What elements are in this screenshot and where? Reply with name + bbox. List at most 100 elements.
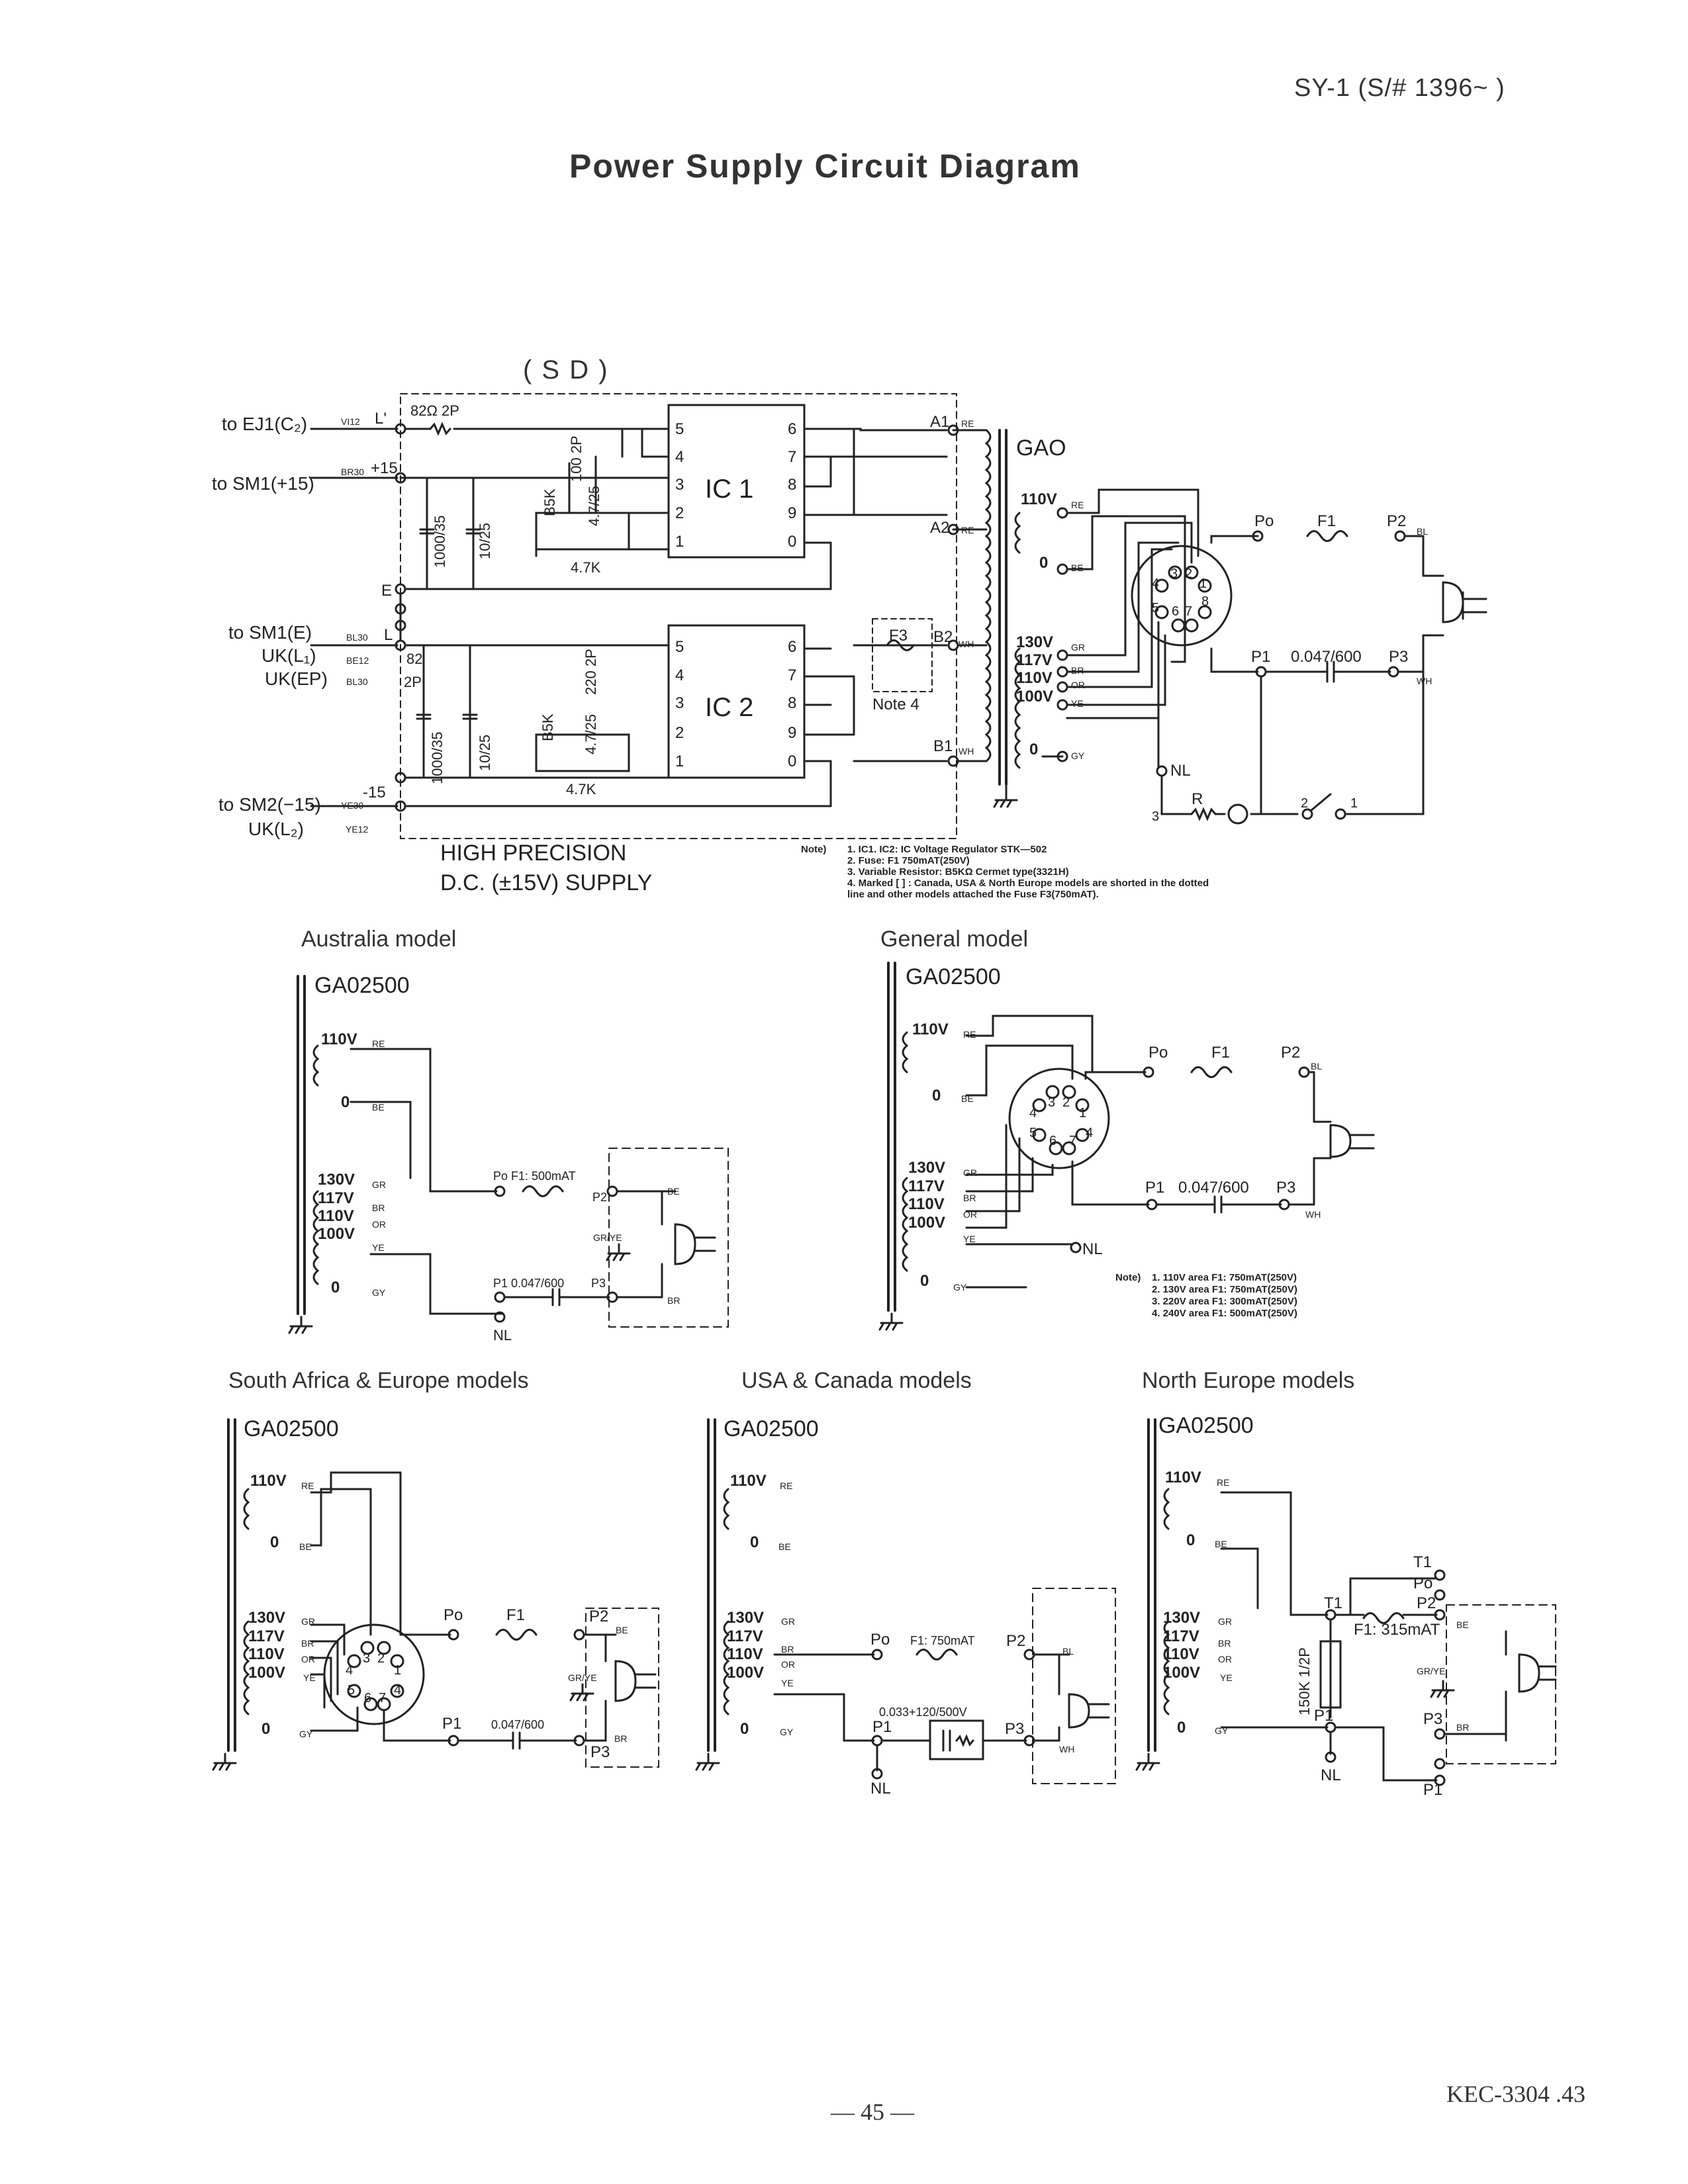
ne-nl: NL bbox=[1321, 1766, 1341, 1784]
gen-sel-3: 3 bbox=[1048, 1095, 1055, 1110]
tap-117v: 117V bbox=[1016, 651, 1053, 669]
au-tap-110v-b: 110V bbox=[318, 1207, 354, 1225]
out-n1: 1 bbox=[1350, 796, 1358, 811]
sa-code-or: OR bbox=[301, 1654, 315, 1664]
gen-code-re: RE bbox=[963, 1029, 976, 1040]
ne-tap-100v: 100V bbox=[1163, 1664, 1200, 1682]
sel-pin-1: 1 bbox=[1199, 576, 1207, 591]
conn-ukl2: UK(L₂) bbox=[248, 819, 304, 839]
au-p1: P1 0.047/600 bbox=[493, 1277, 564, 1290]
au-be: BE bbox=[667, 1186, 680, 1197]
ne-p2: P2 bbox=[1417, 1594, 1436, 1612]
tap-110v: 110V bbox=[1021, 490, 1057, 508]
wire-br30: BR30 bbox=[341, 467, 364, 477]
gen-tap-130v: 130V bbox=[908, 1159, 945, 1177]
out-n3: 3 bbox=[1152, 809, 1159, 824]
gen-tap-100v: 100V bbox=[908, 1214, 945, 1232]
ne-code-or: OR bbox=[1218, 1654, 1232, 1664]
ic1-pin-9: 9 bbox=[788, 504, 796, 522]
sa-code-be: BE bbox=[299, 1541, 312, 1552]
sa-po: Po bbox=[444, 1606, 463, 1624]
sa-sel-1: 1 bbox=[394, 1663, 401, 1678]
ne-tap-0a: 0 bbox=[1186, 1531, 1195, 1549]
sa-sel-2: 2 bbox=[377, 1651, 385, 1666]
sel-pin-6: 6 bbox=[1172, 604, 1179, 619]
gen-sel-7: 7 bbox=[1069, 1134, 1076, 1148]
supply-label-1: HIGH PRECISION bbox=[440, 841, 626, 866]
part-r2p-bot: 2P bbox=[404, 674, 422, 690]
gen-sel-4: 4 bbox=[1029, 1106, 1037, 1120]
note4-label: Note 4 bbox=[872, 696, 919, 713]
ne-p1: P1 bbox=[1314, 1707, 1333, 1725]
usa-title: USA & Canada models bbox=[741, 1368, 972, 1393]
sa-code-gr: GR bbox=[301, 1616, 315, 1627]
au-nl: NL bbox=[493, 1327, 512, 1343]
terminal-wh-1: WH bbox=[959, 639, 974, 649]
ne-tap-117v: 117V bbox=[1163, 1627, 1199, 1645]
part-r47k-top: 4.7K bbox=[571, 559, 601, 576]
au-po: Po F1: 500mAT bbox=[493, 1169, 576, 1183]
gen-nl: NL bbox=[1082, 1240, 1103, 1258]
usa-trans: GA02500 bbox=[724, 1416, 819, 1441]
gen-p3: P3 bbox=[1276, 1179, 1295, 1197]
au-tap-0b: 0 bbox=[331, 1279, 340, 1297]
tap-0b: 0 bbox=[1029, 741, 1038, 758]
south-africa-title: South Africa & Europe models bbox=[228, 1368, 529, 1393]
ic1-pin-4: 4 bbox=[675, 448, 684, 466]
out-p3: P3 bbox=[1389, 648, 1408, 666]
ne-res: 150K 1/2P bbox=[1296, 1647, 1313, 1715]
conn-ej1: to EJ1(C₂) bbox=[222, 414, 307, 434]
sa-sel-4b: 4 bbox=[394, 1683, 401, 1698]
ic2-pin-0: 0 bbox=[788, 752, 796, 770]
sa-sel-5: 5 bbox=[348, 1683, 355, 1698]
tap-code-ye: YE bbox=[1071, 698, 1084, 709]
terminal-re-2: RE bbox=[961, 525, 974, 535]
sa-tap-0b: 0 bbox=[261, 1720, 270, 1738]
note-3: 3. Variable Resistor: B5KΩ Cermet type(3… bbox=[847, 866, 1069, 878]
ic1-pin-8: 8 bbox=[788, 476, 796, 494]
usa-wh: WH bbox=[1059, 1744, 1074, 1754]
sd-label: ( S D ) bbox=[523, 355, 609, 385]
ic2-pin-8: 8 bbox=[788, 694, 796, 712]
ic1-pin-7: 7 bbox=[788, 448, 796, 466]
ic2-pin-4: 4 bbox=[675, 666, 684, 684]
ic1-pin-6: 6 bbox=[788, 420, 796, 438]
au-tap-110v: 110V bbox=[321, 1030, 357, 1048]
sa-tap-130v: 130V bbox=[248, 1609, 285, 1627]
usa-code-gr: GR bbox=[781, 1616, 795, 1627]
terminal-b1: B1 bbox=[933, 737, 953, 755]
gen-cap: 0.047/600 bbox=[1178, 1179, 1249, 1197]
sa-tap-110v-b: 110V bbox=[248, 1645, 285, 1663]
ne-tap-110v: 110V bbox=[1165, 1469, 1201, 1486]
gen-tap-0b: 0 bbox=[920, 1272, 929, 1290]
au-code-be: BE bbox=[372, 1102, 385, 1113]
gen-sel-4b: 4 bbox=[1086, 1126, 1093, 1140]
usa-nl: NL bbox=[870, 1780, 891, 1797]
sa-tap-117v: 117V bbox=[248, 1627, 285, 1645]
out-nl: NL bbox=[1170, 762, 1191, 780]
sel-pin-5: 5 bbox=[1152, 601, 1159, 615]
gen-tap-110v: 110V bbox=[912, 1021, 949, 1038]
sa-sel-7: 7 bbox=[379, 1691, 386, 1706]
au-code-br: BR bbox=[372, 1203, 385, 1213]
tap-code-br: BR bbox=[1071, 665, 1084, 676]
ne-code-re: RE bbox=[1217, 1477, 1229, 1488]
part-c1000-top: 1000/35 bbox=[432, 515, 448, 568]
note-5: line and other models attached the Fuse … bbox=[847, 889, 1099, 900]
usa-tap-110v-b: 110V bbox=[727, 1645, 763, 1663]
sa-tap-0a: 0 bbox=[270, 1533, 279, 1551]
ic2-pin-6: 6 bbox=[788, 638, 796, 656]
tap-110v-b: 110V bbox=[1016, 669, 1053, 687]
gen-sel-1: 1 bbox=[1079, 1106, 1086, 1120]
ne-br: BR bbox=[1456, 1722, 1469, 1733]
au-code-ye: YE bbox=[372, 1242, 385, 1253]
part-c47-top: 4.7/25 bbox=[586, 486, 602, 526]
au-grye: GR/YE bbox=[593, 1232, 622, 1243]
sel-pin-2: 2 bbox=[1185, 567, 1192, 581]
ne-code-gy: GY bbox=[1215, 1725, 1229, 1736]
usa-code-re: RE bbox=[780, 1480, 792, 1491]
gen-bl: BL bbox=[1311, 1061, 1322, 1071]
ne-p3: P3 bbox=[1423, 1710, 1442, 1728]
wire-ye30: YE30 bbox=[341, 800, 363, 811]
notes-head: Note) bbox=[801, 844, 826, 855]
